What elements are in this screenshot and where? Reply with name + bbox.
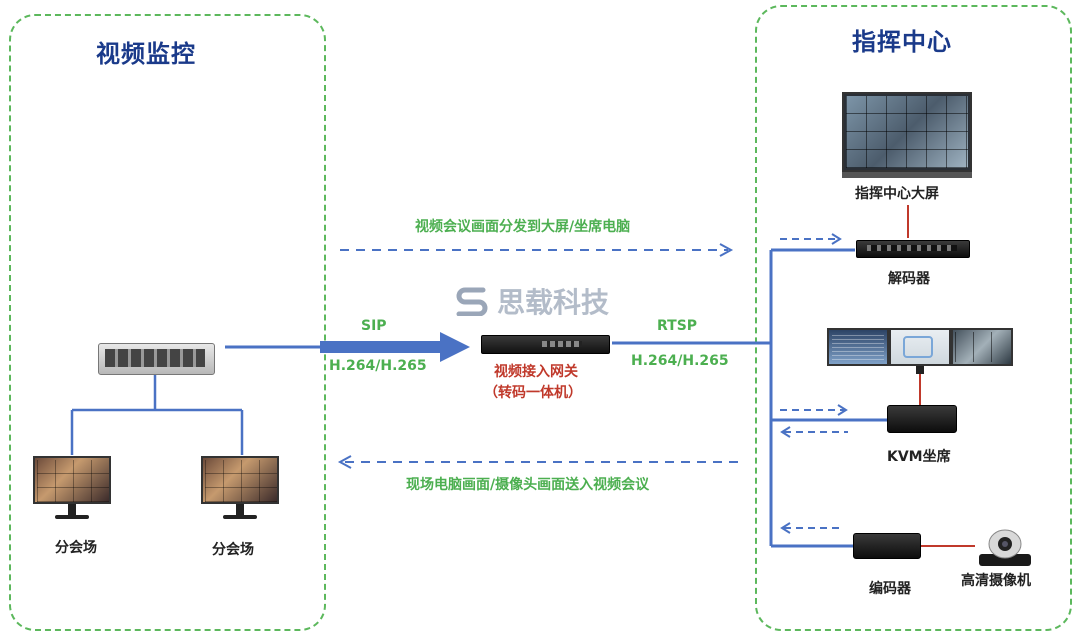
- codec-right-label: H.264/H.265: [631, 353, 729, 369]
- watermark-logo-icon: [456, 287, 488, 316]
- encoder-device: [853, 533, 921, 559]
- server-device: [98, 343, 215, 375]
- ingest-label: 现场电脑画面/摄像头画面送入视频会议: [406, 477, 650, 493]
- sip-label: SIP: [361, 318, 387, 334]
- command-center-panel: [755, 5, 1072, 631]
- codec-left-label: H.264/H.265: [329, 358, 427, 374]
- kvm-monitor-right: [951, 328, 1013, 366]
- hd-camera-icon: [979, 529, 1031, 566]
- gateway-label-line1: 视频接入网关: [494, 364, 578, 380]
- rtsp-label: RTSP: [657, 318, 698, 334]
- encoder-label: 编码器: [869, 581, 911, 597]
- video-surveillance-title: 视频监控: [96, 40, 196, 68]
- big-screen-wall: [842, 92, 972, 172]
- kvm-monitor-center: [889, 328, 951, 366]
- watermark-text: 思载科技: [497, 286, 610, 319]
- venue-2-monitor: [201, 456, 279, 504]
- video-surveillance-panel: [9, 14, 326, 631]
- decoder-label: 解码器: [888, 271, 930, 287]
- kvm-label: KVM坐席: [887, 449, 951, 465]
- hd-camera-label: 高清摄像机: [961, 573, 1031, 589]
- command-center-title: 指挥中心: [852, 28, 952, 56]
- venue-2-label: 分会场: [212, 542, 254, 558]
- kvm-monitor-left: [827, 328, 889, 366]
- decoder-device: [856, 240, 970, 258]
- gateway-device: [481, 335, 610, 354]
- venue-1-monitor: [33, 456, 111, 504]
- venue-1-label: 分会场: [55, 540, 97, 556]
- kvm-device: [887, 405, 957, 433]
- gateway-label-line2: （转码一体机）: [484, 385, 582, 401]
- sip-big-arrow: [320, 332, 470, 362]
- big-screen-label: 指挥中心大屏: [855, 186, 939, 202]
- distribution-label: 视频会议画面分发到大屏/坐席电脑: [415, 219, 631, 235]
